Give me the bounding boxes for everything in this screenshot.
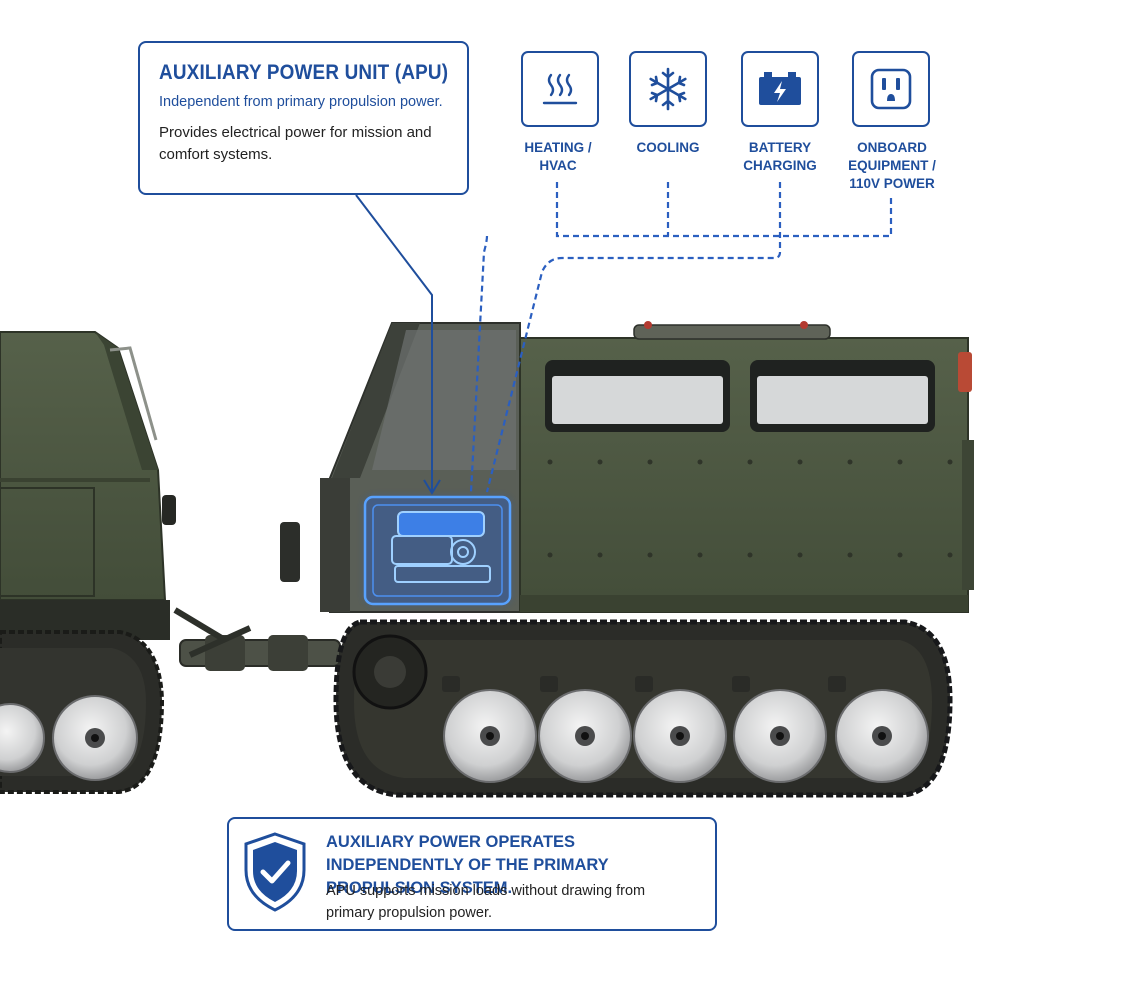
power-distribution-lines (469, 182, 893, 493)
front-vehicle-car (0, 331, 176, 794)
apu-subtitle: Independent from primary propulsion powe… (159, 94, 443, 110)
heat-waves-icon (542, 73, 578, 105)
cooling-card (629, 51, 707, 127)
road-wheels (443, 689, 929, 783)
apu-description: Provides electrical power for mission an… (159, 124, 432, 163)
battery-icon (759, 72, 801, 105)
callout-leader-line (355, 194, 441, 495)
battery-label: BATTERY CHARGING (743, 140, 817, 173)
apu-engine-icon (391, 511, 491, 583)
heating-card (521, 51, 599, 127)
battery-card (741, 51, 819, 127)
apu-callout: AUXILIARY POWER UNIT (APU) Independent f… (138, 41, 469, 195)
onboard-card (852, 51, 930, 127)
cooling-label: COOLING (636, 140, 700, 155)
heating-label: HEATING / HVAC (524, 140, 592, 173)
note-body: APU supports mission loads without drawi… (326, 883, 646, 921)
power-outlet-icon (870, 68, 912, 110)
apu-highlight (363, 495, 512, 606)
articulation-joint (173, 607, 341, 671)
shield-check-icon (244, 832, 306, 912)
apu-title: AUXILIARY POWER UNIT (APU) (159, 61, 449, 84)
snowflake-icon (649, 67, 687, 111)
onboard-label: ONBOARD EQUIPMENT / 110V POWER (848, 140, 936, 191)
note-heading: AUXILIARY POWER OPERATES INDEPENDENTLY O… (326, 833, 609, 897)
independence-note: AUXILIARY POWER OPERATES INDEPENDENTLY O… (227, 817, 717, 931)
